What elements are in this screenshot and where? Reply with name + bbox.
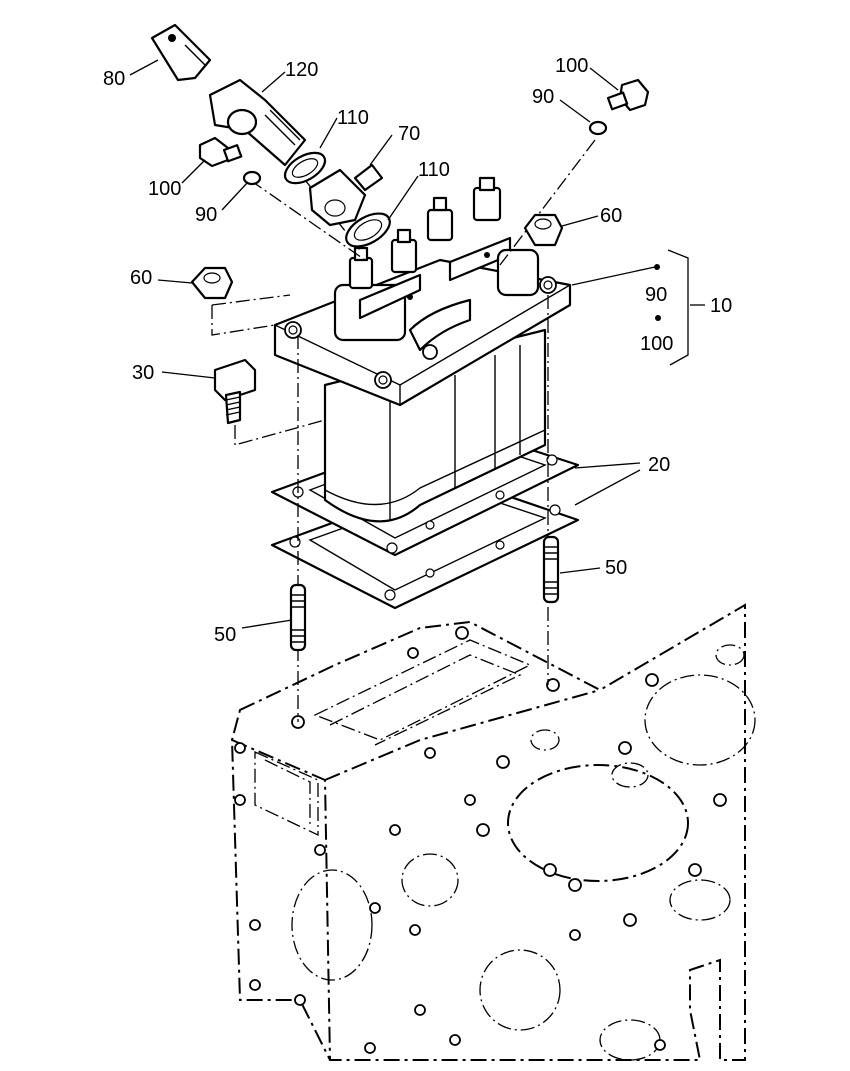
callout-90-left: 90 (195, 204, 217, 226)
callout-20: 20 (648, 454, 670, 476)
fitting-70 (308, 163, 384, 227)
callout-labels: 80 120 110 70 110 100 90 100 90 60 60 90… (103, 55, 732, 646)
callout-70: 70 (398, 123, 420, 145)
nut-60-left (190, 266, 234, 300)
washer-110-upper (283, 151, 327, 185)
washer-110-lower (345, 212, 391, 248)
callout-50-left: 50 (214, 624, 236, 646)
callout-10: 10 (710, 295, 732, 317)
callout-50-right: 50 (605, 557, 627, 579)
washer-90-right (588, 120, 608, 136)
leader-lines (129, 59, 705, 629)
callout-100-right: 100 (555, 55, 588, 77)
callout-90-kit: 90 (645, 284, 667, 306)
nut-60-right (523, 213, 564, 247)
callout-30: 30 (132, 362, 154, 384)
callout-100-kit: 100 (640, 333, 673, 355)
callout-80: 80 (103, 68, 125, 90)
callout-120: 120 (285, 59, 318, 81)
stud-50-right (542, 535, 560, 604)
stud-50-left (289, 583, 307, 652)
banjo-bolt-120 (208, 78, 307, 167)
fitting-80 (150, 23, 212, 82)
callout-60-left: 60 (130, 267, 152, 289)
injection-pump (273, 176, 572, 523)
bolt-100-left (198, 136, 243, 168)
callout-110-upper: 110 (337, 107, 369, 129)
bolt-30 (213, 358, 257, 425)
engine-block (230, 603, 756, 1061)
callout-100-left: 100 (148, 178, 181, 200)
callout-60-right: 60 (600, 205, 622, 227)
bolt-100-right (606, 78, 650, 112)
callout-90-right: 90 (532, 86, 554, 108)
washer-90-left (242, 170, 262, 186)
callout-110-lower: 110 (418, 159, 450, 181)
